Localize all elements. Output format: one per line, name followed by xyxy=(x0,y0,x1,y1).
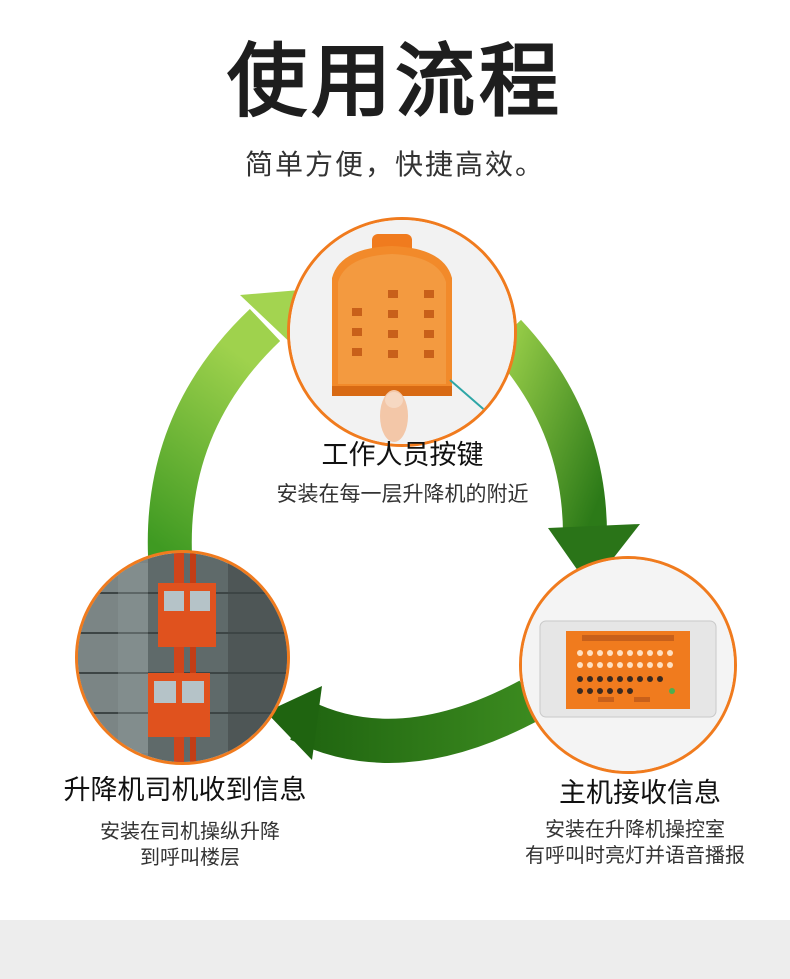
page-title: 使用流程 xyxy=(227,35,563,128)
step-3-description-line-2: 到呼叫楼层 xyxy=(140,845,240,869)
construction-elevator-photo-icon xyxy=(78,553,287,762)
control-host-panel-icon xyxy=(522,559,734,771)
cycle-arrows xyxy=(147,290,640,763)
step-2-description-line-1: 安装在升降机操控室 xyxy=(545,817,725,841)
step-1-title: 工作人员按键 xyxy=(321,440,484,471)
step-3-description-line-1: 安装在司机操纵升降 xyxy=(100,819,280,843)
arrow-head-right xyxy=(548,524,640,588)
step-2-image-circle xyxy=(519,556,737,774)
step-1-image-circle xyxy=(287,217,517,447)
step-3-title: 升降机司机收到信息 xyxy=(63,775,307,806)
arrow-head-left xyxy=(240,290,300,350)
page-subtitle: 简单方便，快捷高效。 xyxy=(244,148,545,181)
step-2-description-line-2: 有呼叫时亮灯并语音播报 xyxy=(525,843,745,867)
step-3-image-circle xyxy=(75,550,290,765)
step-3-description: 安装在司机操纵升降 到呼叫楼层 xyxy=(40,818,340,870)
step-1-description: 安装在每一层升降机的附近 xyxy=(276,482,529,506)
arrow-segment-bottom xyxy=(290,680,541,763)
arrow-segment-left xyxy=(147,309,281,556)
arrow-segment-right xyxy=(488,319,607,536)
call-button-device-icon xyxy=(290,220,514,444)
arrow-head-bottom xyxy=(266,686,322,760)
step-2-description: 安装在升降机操控室 有呼叫时亮灯并语音播报 xyxy=(480,816,790,868)
step-2-title: 主机接收信息 xyxy=(559,778,721,809)
